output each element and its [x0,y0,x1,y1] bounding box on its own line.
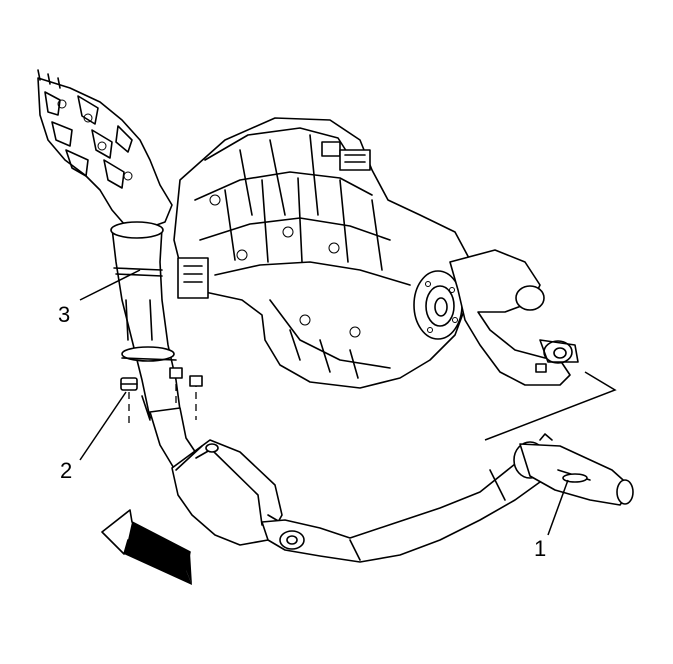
callout-3-leader [79,269,141,301]
callout-2-leader [79,391,127,461]
intermediate-pipe [261,447,556,563]
transmission-mount [449,249,579,386]
callout-3: 3 [58,302,70,327]
callout-2: 2 [60,458,72,483]
catalytic-converter [171,439,283,546]
callout-1: 1 [534,536,546,561]
front-direction-arrow-icon [101,509,192,585]
pipe-slip-joint [513,433,634,506]
callout-1-leader [547,479,569,536]
alignment-guide-line [484,371,617,441]
fastener-nut [120,367,203,425]
exhaust-manifold [37,69,173,229]
transmission [173,117,471,389]
